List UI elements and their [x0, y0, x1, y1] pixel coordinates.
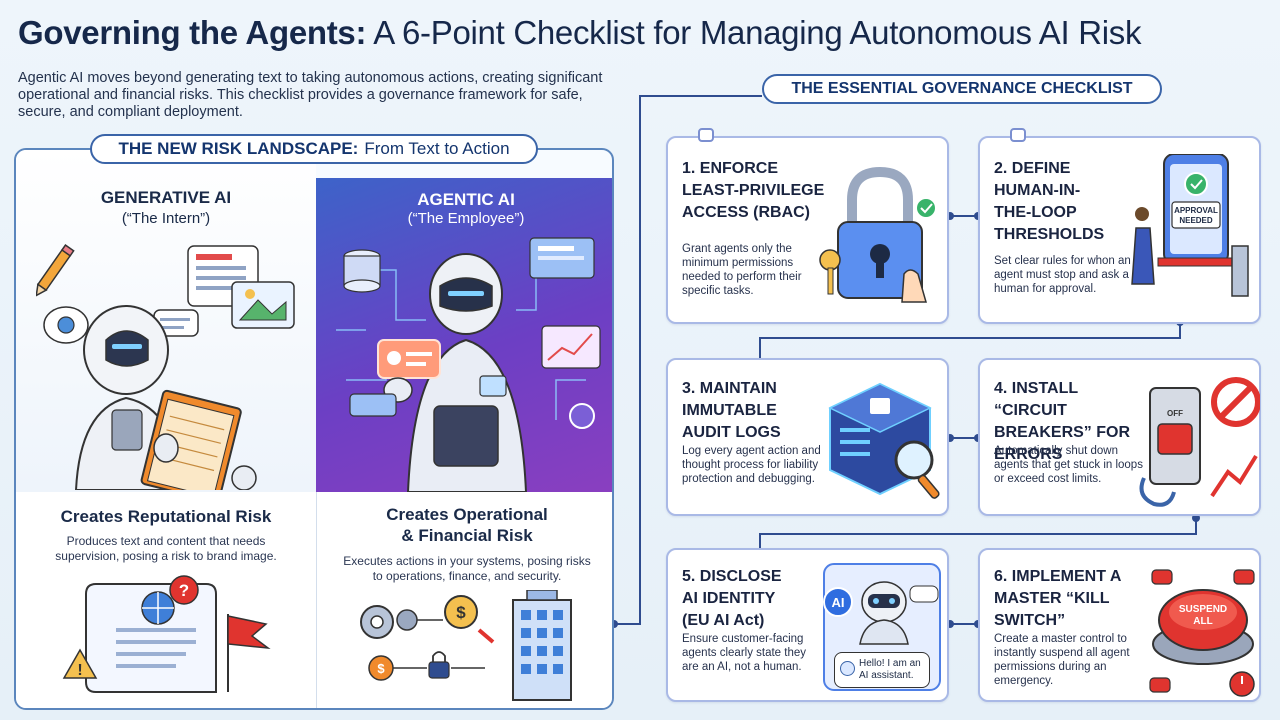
agentic-risk-title-line2: & Financial Risk	[401, 526, 533, 545]
svg-text:NEEDED: NEEDED	[1179, 216, 1213, 225]
checklist-item-6-desc: Create a master control to instantly sus…	[994, 633, 1130, 687]
ai-greeting-text: Hello! I am an AI assistant.	[859, 658, 921, 681]
agentic-risk-title-line1: Creates Operational	[386, 505, 548, 524]
title-bold: Governing the Agents:	[18, 14, 367, 51]
agentic-ai-column: AGENTIC AI (“The Employee”)	[316, 178, 612, 492]
checklist-item-3: 3. MAINTAIN IMMUTABLE AUDIT LOGS Log eve…	[666, 358, 949, 516]
checklist-item-5: 5. DISCLOSE AI IDENTITY (EU AI Act) Ensu…	[666, 548, 949, 702]
checklist-item-2: 2. DEFINE HUMAN-IN-THE-LOOP THRESHOLDS S…	[978, 128, 1261, 324]
agentic-risk-desc: Executes actions in your systems, posing…	[343, 554, 591, 583]
generative-risk-desc: Produces text and content that needs sup…	[55, 534, 277, 563]
generative-risk-title: Creates Reputational Risk	[60, 507, 272, 526]
generative-ai-subtitle: (“The Intern”)	[121, 210, 211, 227]
risk-landscape-banner: THE NEW RISK LANDSCAPE: From Text to Acti…	[90, 134, 538, 164]
generative-ai-heading: GENERATIVE AI	[100, 188, 232, 207]
svg-text:$: $	[377, 661, 385, 676]
user-avatar-icon	[840, 661, 855, 676]
approval-gate-icon: APPROVAL NEEDED	[1131, 154, 1249, 297]
ai-badge-text: AI	[832, 595, 845, 610]
checklist-item-3-desc: Log every agent action and thought proce…	[682, 445, 821, 485]
checklist-item-6-title: 6. IMPLEMENT A MASTER “KILL SWITCH”	[994, 568, 1121, 629]
checklist-banner: THE ESSENTIAL GOVERNANCE CHECKLIST	[762, 74, 1162, 104]
checklist-item-1-title: 1. ENFORCE LEAST-PRIVILEGE ACCESS (RBAC)	[682, 160, 825, 221]
checklist-item-4-title: 4. INSTALL “CIRCUIT BREAKERS” FOR ERRORS	[994, 380, 1131, 463]
kill-switch-label-2: ALL	[1193, 616, 1212, 627]
checklist-item-4: 4. INSTALL “CIRCUIT BREAKERS” FOR ERRORS…	[978, 358, 1261, 516]
checklist-item-2-desc: Set clear rules for whon an agent must s…	[994, 255, 1131, 295]
circuit-breaker-icon: OFF	[1139, 377, 1260, 507]
title-rest: A 6-Point Checklist for Managing Autonom…	[373, 14, 1142, 51]
generative-ai-column: GENERATIVE AI (“The Intern”)	[16, 150, 316, 492]
agentic-ai-heading: AGENTIC AI	[417, 190, 515, 209]
card-tab	[1010, 128, 1026, 142]
svg-text:?: ?	[179, 581, 189, 600]
svg-text:$: $	[456, 603, 466, 622]
banner-rest: From Text to Action	[364, 139, 510, 158]
padlock-key-icon	[819, 166, 937, 303]
checklist-item-1-desc: Grant agents only the minimum permission…	[682, 243, 802, 297]
employee-robot-illustration	[336, 237, 601, 492]
generative-risk-section: Creates Reputational Risk Produces text …	[16, 492, 316, 708]
breaker-off-label: OFF	[1167, 409, 1183, 418]
agentic-ai-subtitle: (“The Employee”)	[407, 210, 525, 227]
approval-badge-text: APPROVAL	[1174, 206, 1218, 215]
ai-greeting-bubble: Hello! I am an AI assistant.	[834, 652, 930, 688]
risk-landscape-panel: GENERATIVE AI (“The Intern”)	[14, 148, 614, 710]
svg-text:!: !	[77, 662, 82, 679]
banner-bold: THE NEW RISK LANDSCAPE:	[118, 139, 359, 158]
kill-switch-label-1: SUSPEND	[1179, 604, 1227, 615]
document-warning-illustration: ? !	[62, 575, 271, 693]
checklist-item-5-desc: Ensure customer-facing agents clearly st…	[682, 633, 807, 673]
operations-finance-illustration: $ $	[360, 590, 572, 701]
agentic-risk-section: Creates Operational & Financial Risk Exe…	[316, 492, 612, 708]
checklist-item-2-title: 2. DEFINE HUMAN-IN-THE-LOOP THRESHOLDS	[994, 160, 1105, 243]
checklist-item-3-title: 3. MAINTAIN IMMUTABLE AUDIT LOGS	[682, 380, 781, 441]
intro-text: Agentic AI moves beyond generating text …	[18, 70, 603, 120]
kill-switch-icon: SUSPEND ALL	[1149, 569, 1255, 697]
checklist-item-6: 6. IMPLEMENT A MASTER “KILL SWITCH” Crea…	[978, 548, 1261, 702]
checklist-item-5-title: 5. DISCLOSE AI IDENTITY (EU AI Act)	[682, 568, 782, 629]
checklist-item-4-desc: Automatically shut down agents that get …	[994, 445, 1143, 485]
intern-robot-illustration	[36, 244, 295, 490]
page-title: Governing the Agents: A 6-Point Checklis…	[18, 14, 1268, 52]
card-tab	[698, 128, 714, 142]
audit-log-cube-icon	[828, 382, 940, 499]
checklist-item-1: 1. ENFORCE LEAST-PRIVILEGE ACCESS (RBAC)…	[666, 128, 949, 324]
